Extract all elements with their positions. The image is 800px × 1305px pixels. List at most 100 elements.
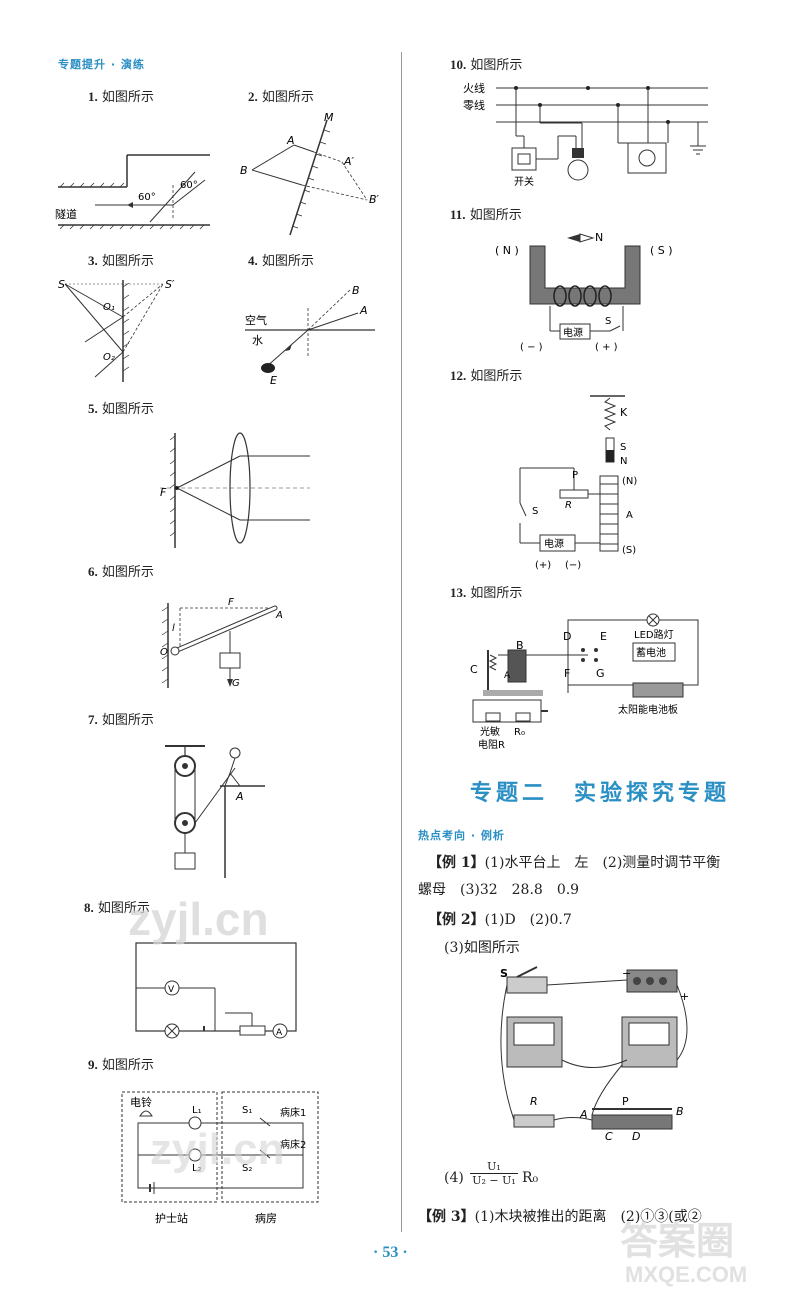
svg-text:( + ): ( + ) bbox=[595, 342, 618, 353]
q1-label: 1. 如图所示 bbox=[88, 89, 154, 105]
svg-text:蓄电池: 蓄电池 bbox=[636, 646, 666, 659]
svg-text:B: B bbox=[352, 284, 360, 297]
q8-label: 8. 如图所示 bbox=[84, 900, 150, 916]
chapter-title: 专题二 实验探究专题 bbox=[470, 780, 731, 806]
svg-text:A: A bbox=[286, 134, 295, 147]
svg-text:(−): (−) bbox=[565, 560, 581, 571]
watermark-mxqe: MXQE.COM bbox=[625, 1262, 748, 1287]
svg-text:开关: 开关 bbox=[514, 175, 534, 188]
svg-text:E: E bbox=[600, 630, 607, 643]
svg-text:S: S bbox=[58, 278, 65, 291]
svg-text:电铃: 电铃 bbox=[130, 1095, 152, 1109]
svg-text:D: D bbox=[563, 630, 571, 643]
diagram-12: K S N P R (N) A (S) S 电源 (+) (−) bbox=[519, 395, 637, 571]
svg-text:+: + bbox=[680, 990, 689, 1003]
example-2-line2: (3)如图所示 bbox=[444, 940, 520, 956]
svg-text:C: C bbox=[470, 663, 478, 676]
svg-text:光敏: 光敏 bbox=[480, 725, 500, 738]
svg-text:B: B bbox=[676, 1105, 684, 1118]
svg-text:N: N bbox=[595, 231, 603, 244]
svg-text:S: S bbox=[605, 316, 611, 327]
svg-text:B′: B′ bbox=[369, 193, 380, 206]
svg-text:A: A bbox=[579, 1108, 588, 1121]
svg-text:L₁: L₁ bbox=[192, 1105, 202, 1116]
svg-text:水: 水 bbox=[252, 334, 263, 347]
svg-text:60°: 60° bbox=[138, 192, 156, 203]
svg-text:N: N bbox=[620, 456, 627, 467]
page-number: · 53 · bbox=[373, 1244, 408, 1261]
svg-text:护士站: 护士站 bbox=[155, 1211, 188, 1225]
experiment-circuit-diagram: S − + R A B C D P bbox=[500, 966, 689, 1140]
svg-text:A: A bbox=[276, 1028, 283, 1038]
svg-text:C: C bbox=[605, 1130, 613, 1140]
svg-text:太阳能电池板: 太阳能电池板 bbox=[618, 703, 678, 716]
q10-label: 10. 如图所示 bbox=[450, 57, 523, 73]
svg-text:F: F bbox=[160, 486, 167, 499]
q3-label: 3. 如图所示 bbox=[88, 253, 154, 269]
svg-text:−: − bbox=[622, 967, 631, 980]
diagram-4: 空气 水 A B E bbox=[245, 284, 375, 387]
q7-label: 7. 如图所示 bbox=[88, 712, 154, 728]
svg-text:P: P bbox=[622, 1095, 629, 1108]
svg-text:B: B bbox=[240, 164, 248, 177]
example-1-line1: 【例 1】(1)水平台上 左 (2)测量时调节平衡 bbox=[428, 855, 721, 871]
q4-label: 4. 如图所示 bbox=[248, 253, 314, 269]
svg-text:病床1: 病床1 bbox=[280, 1106, 306, 1119]
svg-text:A′: A′ bbox=[343, 155, 355, 168]
svg-text:空气: 空气 bbox=[245, 313, 267, 327]
diagram-3: S S′ O₁ O₂ bbox=[58, 278, 175, 382]
svg-text:S: S bbox=[500, 967, 508, 980]
svg-text:电源: 电源 bbox=[544, 537, 564, 550]
svg-text:O: O bbox=[160, 647, 168, 658]
svg-text:A: A bbox=[504, 671, 511, 681]
diagram-2: M A A′ B B′ bbox=[240, 111, 380, 236]
example-3-line1: 【例 3】(1)木块被推出的距离 (2)①③(或② bbox=[418, 1209, 702, 1225]
svg-text:l: l bbox=[172, 623, 175, 634]
q9-label: 9. 如图所示 bbox=[88, 1057, 154, 1073]
example-1-line2: 螺母 (3)32 28.8 0.9 bbox=[418, 882, 580, 898]
svg-text:S: S bbox=[620, 442, 626, 453]
svg-text:K: K bbox=[620, 406, 628, 419]
svg-text:R₀: R₀ bbox=[514, 727, 525, 738]
diagram-1: 60° 60° 隧道 bbox=[55, 154, 210, 230]
svg-text:D: D bbox=[632, 1130, 640, 1140]
svg-text:M: M bbox=[324, 111, 334, 124]
svg-text:S′: S′ bbox=[165, 278, 175, 291]
watermark-zyjl-2: zyjl.cn bbox=[150, 1125, 285, 1174]
diagram-5: F bbox=[160, 432, 310, 548]
svg-text:O₂: O₂ bbox=[103, 352, 115, 363]
svg-text:(+): (+) bbox=[535, 560, 551, 571]
svg-text:电源: 电源 bbox=[563, 326, 583, 339]
diagram-11: ( N ) ( S ) N 电源 S ( − ) ( + ) bbox=[495, 231, 673, 353]
svg-text:隧道: 隧道 bbox=[55, 207, 77, 221]
example-2-fraction-prefix: (4) bbox=[444, 1170, 464, 1186]
svg-text:E: E bbox=[270, 374, 277, 387]
svg-text:R: R bbox=[530, 1095, 538, 1108]
q5-label: 5. 如图所示 bbox=[88, 401, 154, 417]
fraction-denominator: U₂ − U₁ bbox=[472, 1174, 516, 1187]
svg-text:S: S bbox=[532, 506, 538, 517]
svg-text:60°: 60° bbox=[180, 180, 198, 191]
watermark-zyjl-1: zyjl.cn bbox=[128, 893, 269, 945]
svg-text:零线: 零线 bbox=[463, 98, 485, 112]
svg-text:A: A bbox=[235, 790, 244, 803]
svg-text:电阻R: 电阻R bbox=[478, 738, 505, 751]
diagram-13: B C A D E F G LED路灯 蓄电池 太阳能电池板 光敏 电阻R R₀ bbox=[470, 613, 699, 751]
svg-text:G: G bbox=[232, 678, 240, 689]
svg-text:P: P bbox=[572, 470, 578, 481]
svg-text:B: B bbox=[516, 639, 524, 652]
fraction: U₁ U₂ − U₁ bbox=[470, 1160, 518, 1187]
watermark-daanquan: 答案圈 bbox=[620, 1221, 735, 1263]
q12-label: 12. 如图所示 bbox=[450, 368, 523, 384]
svg-text:( S ): ( S ) bbox=[650, 244, 673, 257]
svg-text:(S): (S) bbox=[622, 545, 636, 556]
svg-text:F: F bbox=[228, 597, 234, 608]
q13-label: 13. 如图所示 bbox=[450, 585, 523, 601]
svg-text:S₁: S₁ bbox=[242, 1105, 252, 1116]
diagram-9: 电铃 L₁ L₂ S₁ S₂ 病床1 病床2 护士站 病房 bbox=[121, 1091, 319, 1225]
q11-label: 11. 如图所示 bbox=[450, 207, 522, 223]
svg-text:病房: 病房 bbox=[255, 1211, 277, 1225]
svg-text:G: G bbox=[596, 667, 605, 680]
svg-text:V: V bbox=[168, 985, 175, 995]
q2-label: 2. 如图所示 bbox=[248, 89, 314, 105]
